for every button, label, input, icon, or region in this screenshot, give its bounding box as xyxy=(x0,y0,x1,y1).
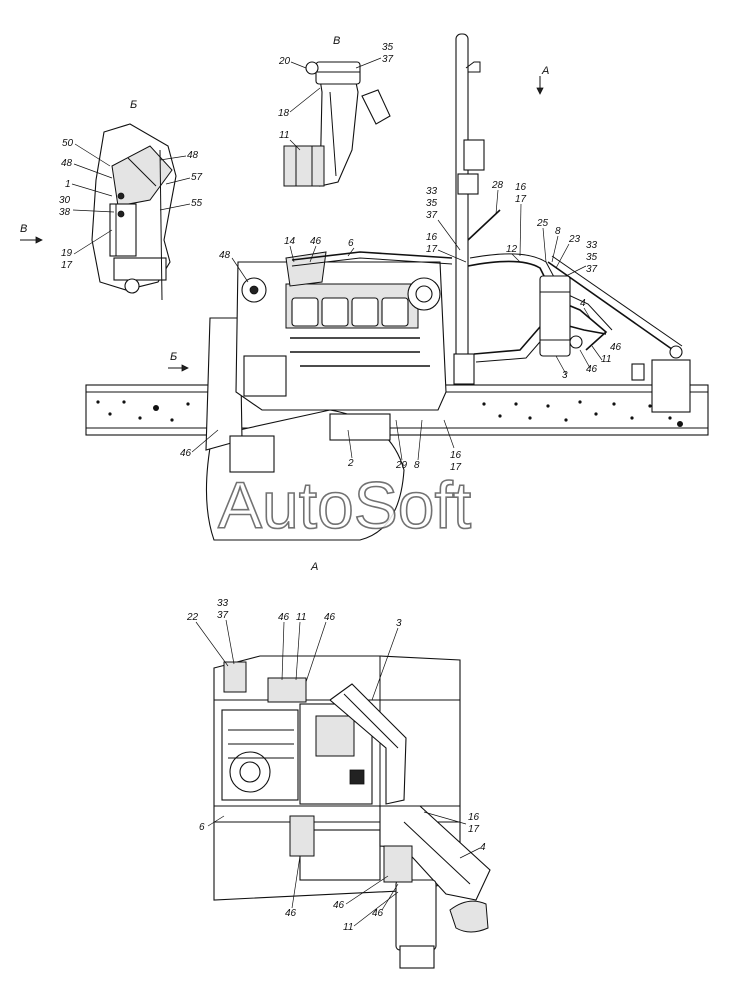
callout-m28: 28 xyxy=(491,180,504,191)
callout-m16c: 16 xyxy=(450,450,462,461)
view-v-arrow-label: В xyxy=(20,223,27,235)
callout-m12: 12 xyxy=(506,244,518,255)
callout-1: 1 xyxy=(65,179,71,190)
filter-housing-plan xyxy=(395,879,437,951)
callout-m37b: 37 xyxy=(586,264,598,275)
view-v-title: В xyxy=(333,35,340,47)
callout-m37: 37 xyxy=(426,210,438,221)
view-a-arrow-label: А xyxy=(541,65,549,77)
right-bracket xyxy=(651,359,691,413)
elbow-hose-plan xyxy=(449,900,489,933)
callout-m11: 11 xyxy=(601,354,611,365)
callout-m48: 48 xyxy=(219,250,231,261)
callout-m3: 3 xyxy=(562,370,568,381)
callout-b6: 6 xyxy=(199,822,205,833)
callout-b17: 17 xyxy=(468,824,480,835)
callout-m16: 16 xyxy=(426,232,438,243)
callout-17: 17 xyxy=(61,260,73,271)
callout-48-right: 48 xyxy=(187,150,199,161)
callout-35: 35 xyxy=(382,42,394,53)
callout-b16: 16 xyxy=(468,812,480,823)
callout-m17c: 17 xyxy=(450,462,462,473)
callout-b37: 37 xyxy=(217,610,229,621)
view-v-detail: В 20 35 37 18 11 xyxy=(278,35,394,187)
clamp-22 xyxy=(223,661,247,693)
alternator xyxy=(243,355,287,397)
callout-b46e: 46 xyxy=(372,908,384,919)
callout-m46b: 46 xyxy=(610,342,622,353)
callout-m46: 46 xyxy=(310,236,322,247)
main-side-view: А Б xyxy=(85,33,709,541)
duct-hose-end xyxy=(283,145,325,187)
pipe-clamp-2 xyxy=(453,353,475,385)
pipe-bracket-1 xyxy=(463,139,485,171)
callout-b46a: 46 xyxy=(278,612,290,623)
callout-m16b: 16 xyxy=(515,182,527,193)
callout-b46b: 46 xyxy=(324,612,336,623)
callout-30: 30 xyxy=(59,195,71,206)
engine-part-b xyxy=(113,257,167,281)
intake-pipe-6 xyxy=(291,251,453,261)
callout-m2: 2 xyxy=(347,458,354,469)
pipe-clamp-1 xyxy=(457,173,479,195)
callout-m33b: 33 xyxy=(586,240,598,251)
watermark: AutoSoft xyxy=(218,468,471,542)
vertical-intake-pipe xyxy=(455,33,469,385)
callout-m33: 33 xyxy=(426,186,438,197)
callout-50: 50 xyxy=(62,138,74,149)
callout-m35b: 35 xyxy=(586,252,598,263)
callout-b46d: 46 xyxy=(333,900,345,911)
callout-b11b: 11 xyxy=(343,922,353,933)
callout-b3: 3 xyxy=(396,618,402,629)
callout-b22: 22 xyxy=(186,612,199,623)
callout-m23: 23 xyxy=(568,234,581,245)
clamp-top xyxy=(315,61,361,85)
callout-m8: 8 xyxy=(555,226,561,237)
support-rod-28 xyxy=(467,209,501,241)
pipe-3-plan xyxy=(329,683,407,805)
callout-m6: 6 xyxy=(348,238,354,249)
view-b-detail: Б 50 48 48 1 57 30 38 55 19 17 В xyxy=(20,99,203,301)
callout-b33: 33 xyxy=(217,598,229,609)
clamp-bolt xyxy=(305,61,319,75)
callout-19: 19 xyxy=(61,248,73,259)
callout-b4: 4 xyxy=(480,842,486,853)
callout-m46d: 46 xyxy=(180,448,192,459)
callout-m35: 35 xyxy=(426,198,438,209)
callout-m8b: 8 xyxy=(414,460,420,471)
filter-unit-3 xyxy=(539,275,571,357)
callout-m17: 17 xyxy=(426,244,438,255)
callout-m14: 14 xyxy=(284,236,296,247)
callout-m4: 4 xyxy=(580,298,586,309)
callout-38: 38 xyxy=(59,207,71,218)
view-a-plan: А 22 33 37 4 xyxy=(186,561,491,969)
callout-37: 37 xyxy=(382,54,394,65)
callout-b11a: 11 xyxy=(296,612,306,623)
callout-m17b: 17 xyxy=(515,194,527,205)
view-b-arrow-label: Б xyxy=(170,351,177,363)
hose-46-top xyxy=(267,677,307,703)
callout-57: 57 xyxy=(191,172,203,183)
callout-m25: 25 xyxy=(536,218,549,229)
air-filter-b xyxy=(111,145,173,207)
view-b-title: Б xyxy=(130,99,137,111)
callout-55: 55 xyxy=(191,198,203,209)
hose-46-left xyxy=(289,815,315,857)
callout-m46c: 46 xyxy=(586,364,598,375)
oil-pan xyxy=(329,413,391,441)
view-a-title: А xyxy=(310,561,318,573)
bracket-lower xyxy=(229,435,275,473)
callout-18: 18 xyxy=(278,108,290,119)
callout-20: 20 xyxy=(278,56,291,67)
callout-48: 48 xyxy=(61,158,73,169)
callout-m29: 29 xyxy=(395,460,408,471)
cylinder-covers xyxy=(291,297,409,327)
hose-46-bottom xyxy=(383,845,413,883)
duct-branch xyxy=(361,89,391,125)
callout-11: 11 xyxy=(279,130,289,141)
callout-b46c: 46 xyxy=(285,908,297,919)
